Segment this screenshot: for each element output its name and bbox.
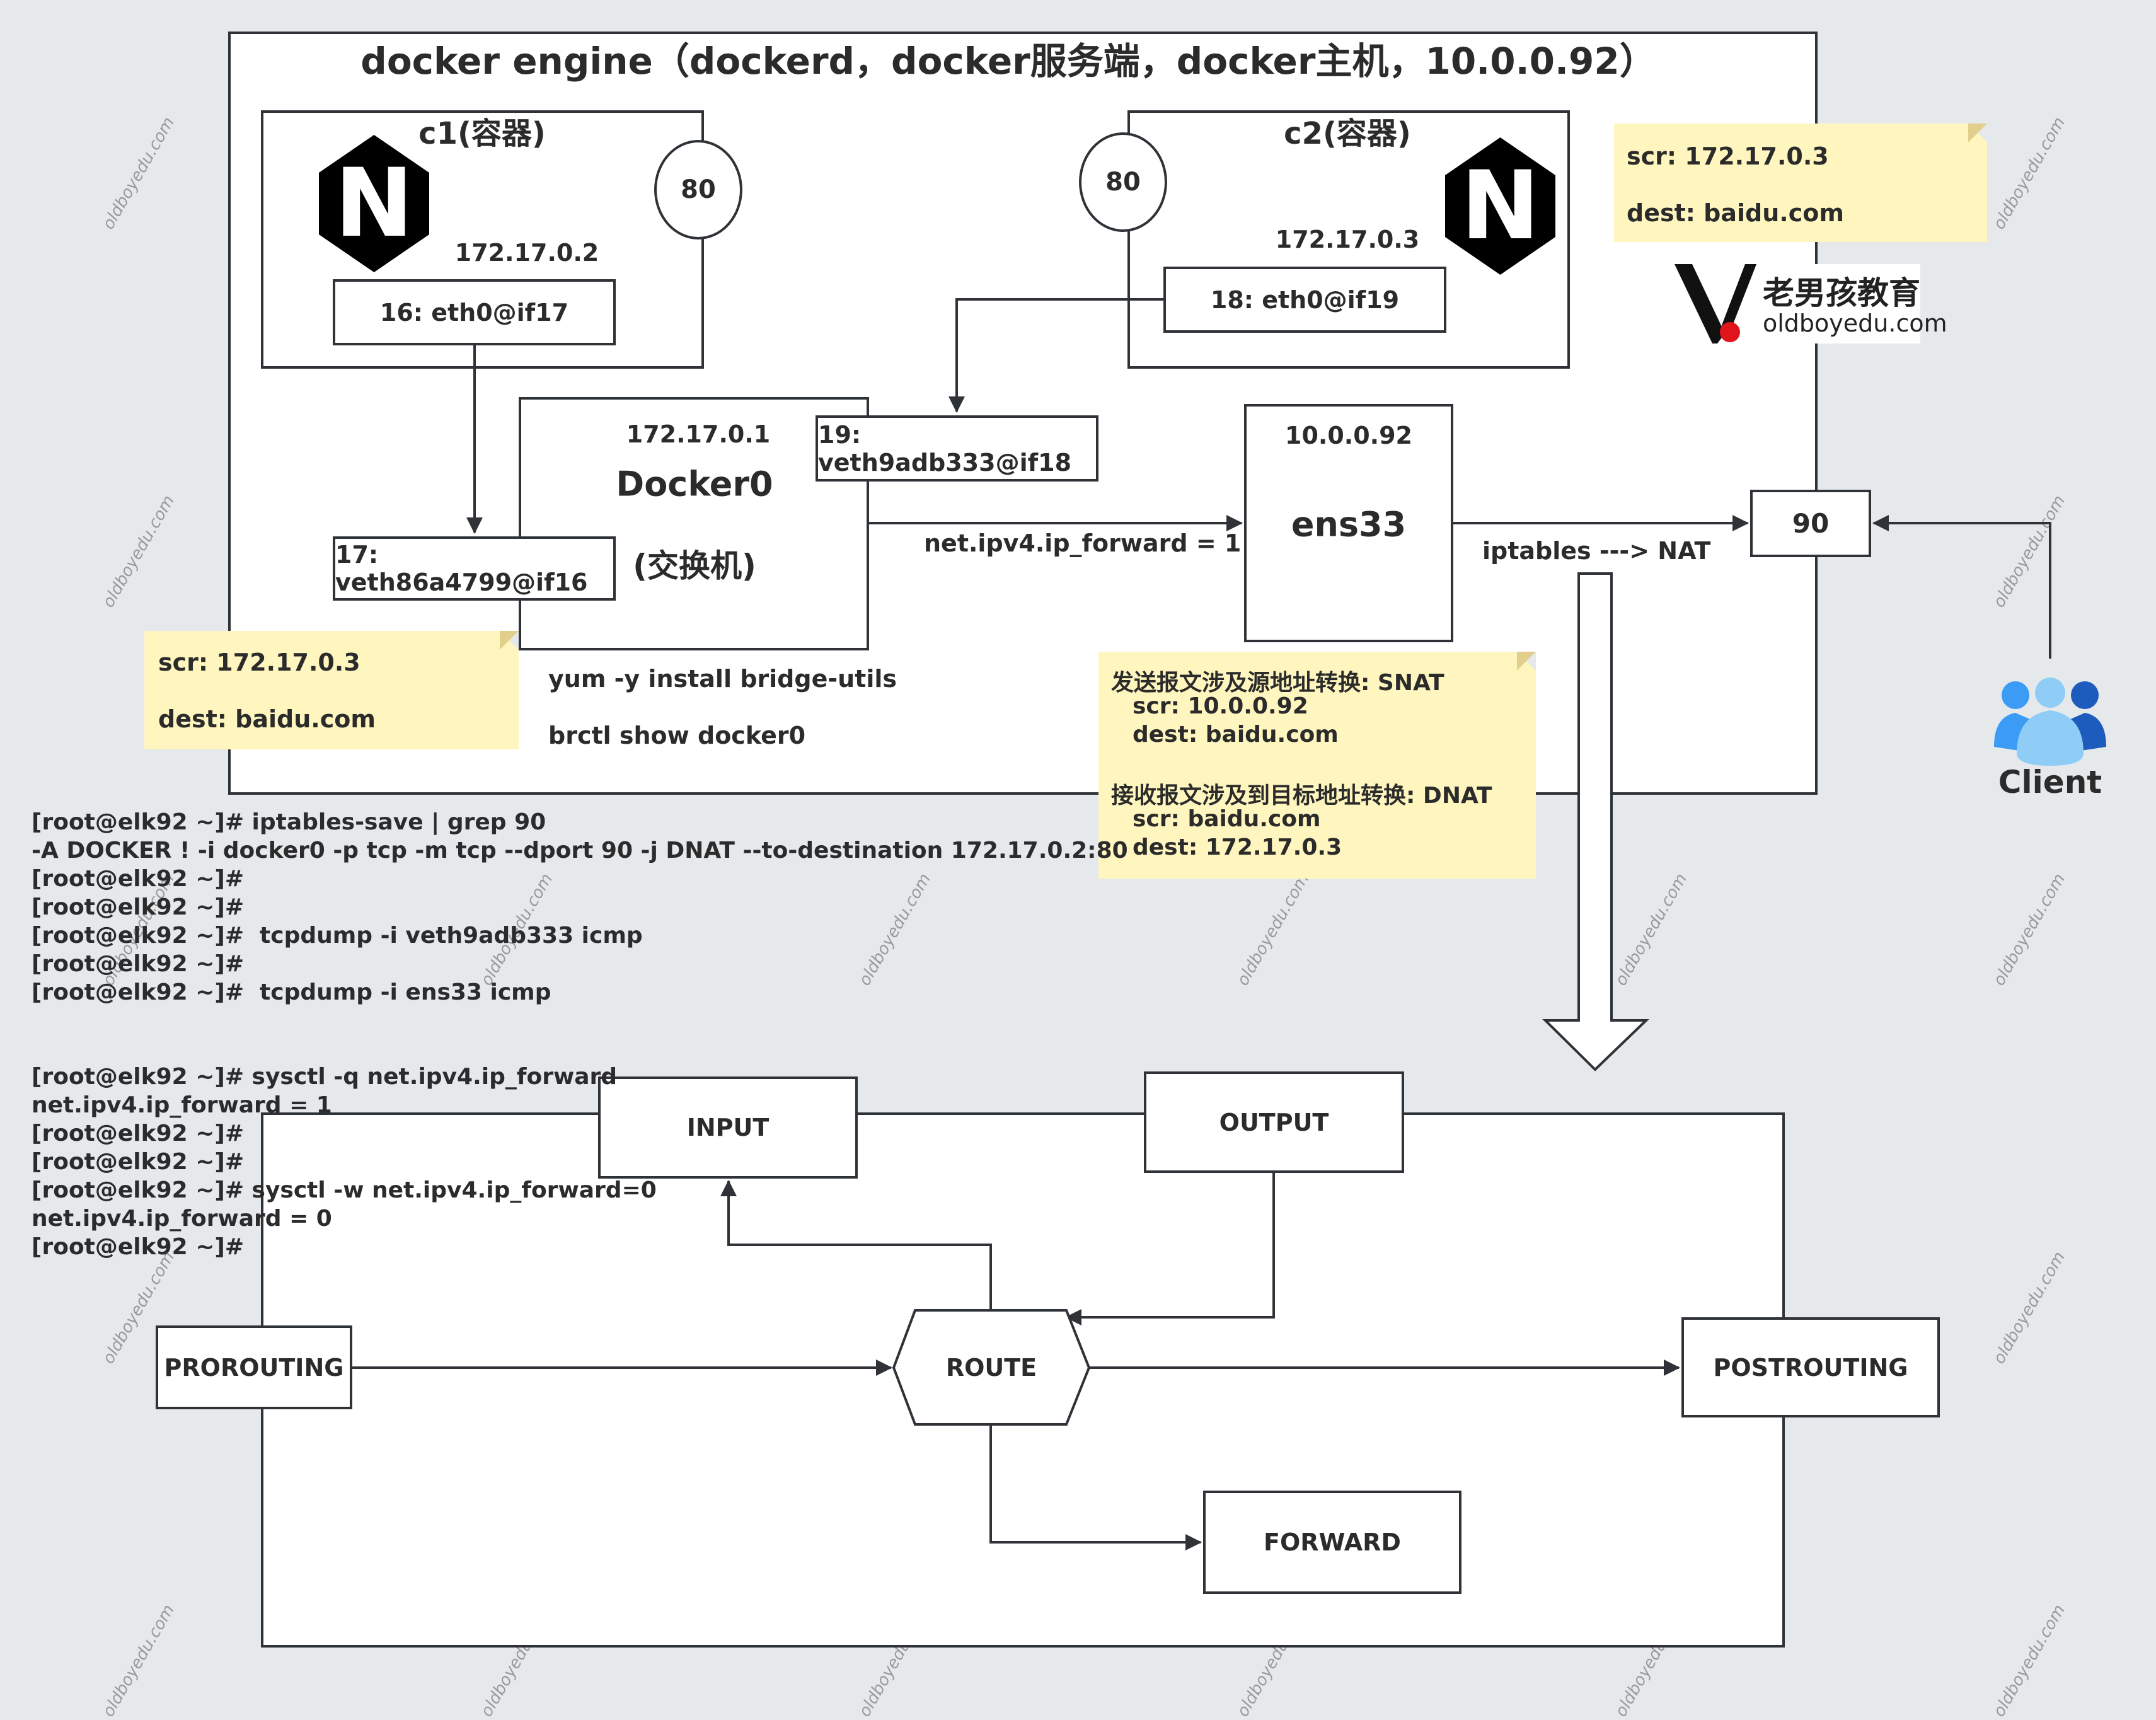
c2-ip: 172.17.0.3 xyxy=(1275,226,1420,253)
route-hexagon xyxy=(892,1309,1091,1426)
docker0-name: Docker0 xyxy=(616,464,773,504)
chain-route[interactable]: ROUTE xyxy=(945,1353,1037,1382)
terminal-line: net.ipv4.ip_forward = 1 xyxy=(32,1092,332,1118)
docker0-subtitle: (交换机) xyxy=(633,548,756,584)
terminal-line: [root@elk92 ~]# sysctl -q net.ipv4.ip_fo… xyxy=(32,1064,618,1090)
note-left: scr: 172.17.0.3 dest: baidu.com xyxy=(144,631,519,749)
container-c2-title: c2(容器) xyxy=(1284,116,1411,151)
chain-prerouting[interactable]: PROROUTING xyxy=(156,1325,352,1409)
terminal-line: -A DOCKER ! -i docker0 -p tcp -m tcp --d… xyxy=(32,838,1128,863)
nginx-logo-icon: N xyxy=(1445,137,1555,275)
big-down-arrow xyxy=(1542,572,1649,1071)
docker-engine-title: docker engine（dockerd，docker服务端，docker主机… xyxy=(360,40,1656,83)
note-nat: 发送报文涉及源地址转换: SNAT scr: 10.0.0.92 dest: b… xyxy=(1098,652,1536,879)
terminal-line: [root@elk92 ~]# tcpdump -i veth9adb333 i… xyxy=(32,923,643,949)
veth-c1-interface[interactable]: 17: veth86a4799@if16 xyxy=(333,536,616,601)
container-c1-title: c1(容器) xyxy=(418,116,546,151)
c1-port-circle[interactable]: 80 xyxy=(654,140,742,240)
oldboyedu-logo: 老男孩教育 oldboyedu.com xyxy=(1675,264,1947,343)
chain-forward[interactable]: FORWARD xyxy=(1203,1491,1461,1594)
c2-port-circle[interactable]: 80 xyxy=(1079,132,1167,232)
ens33-interface[interactable] xyxy=(1244,404,1453,642)
client-to-port90-link xyxy=(1872,515,2051,659)
terminal-block-sysctl: [root@elk92 ~]# sysctl -q net.ipv4.ip_fo… xyxy=(32,1063,657,1261)
v-logo-icon xyxy=(1675,264,1756,343)
iptables-nat-label: iptables ---> NAT xyxy=(1482,537,1711,565)
note-top-right: scr: 172.17.0.3 dest: baidu.com xyxy=(1614,124,1987,242)
client-users-icon[interactable] xyxy=(1992,678,2109,766)
c1-ip: 172.17.0.2 xyxy=(454,239,599,267)
terminal-line: [root@elk92 ~]# xyxy=(32,894,244,920)
docker0-bridge[interactable] xyxy=(519,397,869,650)
terminal-line: [root@elk92 ~]# tcpdump -i ens33 icmp xyxy=(32,979,551,1005)
c2-eth0-interface[interactable]: 18: eth0@if19 xyxy=(1163,267,1446,333)
terminal-line: net.ipv4.ip_forward = 0 xyxy=(32,1206,332,1232)
netfilter-connectors xyxy=(352,1173,1680,1550)
nginx-logo-icon: N xyxy=(319,135,429,272)
terminal-line: [root@elk92 ~]# sysctl -w net.ipv4.ip_fo… xyxy=(32,1177,657,1203)
ens33-name: ens33 xyxy=(1291,504,1407,545)
ip-forward-label: net.ipv4.ip_forward = 1 xyxy=(924,529,1242,557)
connectors xyxy=(466,298,2051,1071)
terminal-line: [root@elk92 ~]# xyxy=(32,951,244,977)
terminal-line: [root@elk92 ~]# xyxy=(32,866,244,892)
route-to-input-link xyxy=(720,1180,992,1310)
terminal-line: [root@elk92 ~]# xyxy=(32,1121,244,1146)
terminal-line: [root@elk92 ~]# xyxy=(32,1149,244,1175)
terminal-line: [root@elk92 ~]# iptables-save | grep 90 xyxy=(32,809,546,835)
cmd-brctl-show: brctl show docker0 xyxy=(548,722,806,749)
veth-c2-interface[interactable]: 19: veth9adb333@if18 xyxy=(816,415,1098,482)
chain-input[interactable]: INPUT xyxy=(598,1076,858,1179)
c1-eth0-interface[interactable]: 16: eth0@if17 xyxy=(333,279,616,345)
cmd-install-bridge-utils: yum -y install bridge-utils xyxy=(548,665,897,693)
terminal-line: [root@elk92 ~]# xyxy=(32,1234,244,1260)
client-label: Client xyxy=(1998,764,2102,800)
terminal-block-iptables: [root@elk92 ~]# iptables-save | grep 90 -… xyxy=(32,808,1128,1007)
c2-to-veth9adb-link xyxy=(948,298,1163,413)
chain-output[interactable]: OUTPUT xyxy=(1144,1071,1404,1173)
chain-postrouting[interactable]: POSTROUTING xyxy=(1681,1317,1940,1417)
docker0-ip: 172.17.0.1 xyxy=(626,420,771,448)
route-to-forward-link xyxy=(989,1424,1202,1550)
output-to-route-link xyxy=(1065,1173,1275,1325)
host-port-90[interactable]: 90 xyxy=(1750,490,1871,557)
ens33-ip: 10.0.0.92 xyxy=(1285,422,1412,449)
